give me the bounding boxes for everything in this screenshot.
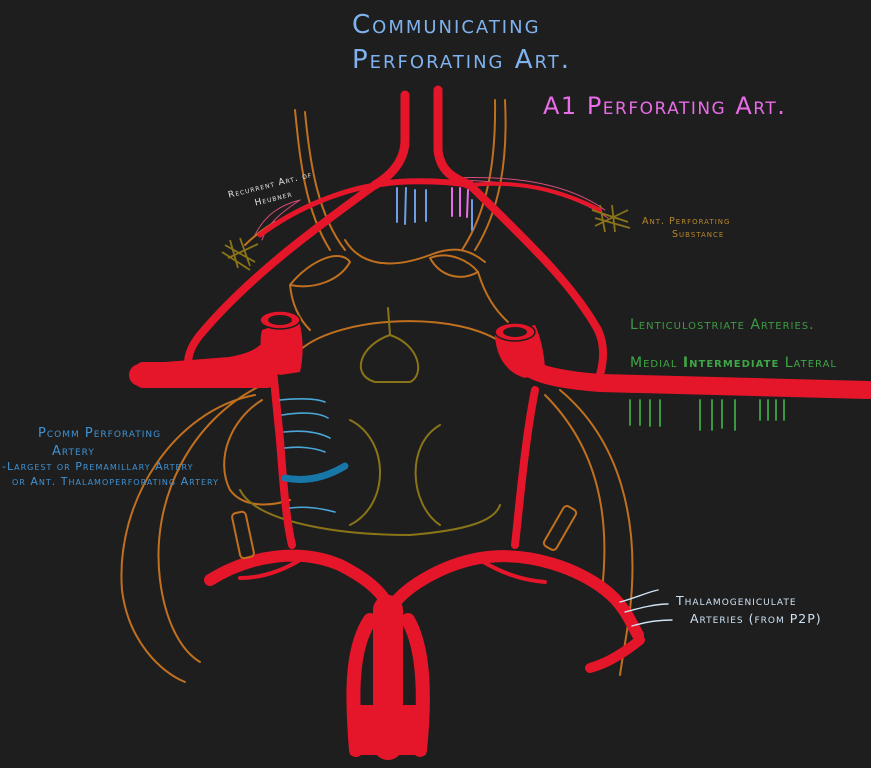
aca-right — [433, 85, 475, 190]
anterior-perforating-substance-mesh — [221, 204, 631, 271]
label-communicating-line2: Perforating Art. — [352, 45, 571, 76]
mamillary-body-left — [349, 419, 381, 526]
pca-branch-left — [238, 558, 302, 580]
label-communicating-line1: Communicating — [352, 10, 541, 40]
lenticulostriate-ticks — [629, 399, 785, 431]
label-lenticulostriate-groups: Medial Intermediate Lateral — [630, 355, 837, 371]
tuber-left-side — [289, 284, 311, 331]
a1-right — [466, 181, 608, 379]
infundibulum-stalk — [387, 307, 391, 336]
pca-right — [384, 550, 644, 641]
aca-left — [370, 90, 410, 190]
hemisphere-left-inner — [157, 384, 263, 663]
pcomm-left — [268, 356, 296, 549]
communicating-perforators — [396, 187, 427, 225]
cerebral-peduncle-base — [239, 489, 501, 537]
premamillary-artery — [281, 462, 349, 483]
pca-left — [204, 549, 396, 616]
tuber-right-side — [477, 271, 509, 323]
pcomm-right — [511, 386, 539, 549]
chiasm-loop-right — [429, 254, 479, 278]
hemisphere-right-outer — [559, 389, 634, 676]
optic-tract-right-inner — [461, 99, 497, 251]
midbrain-arch — [299, 320, 506, 351]
chiasm-loop-left — [289, 255, 351, 288]
optic-tract-left-inner — [304, 111, 346, 251]
sca-left-stump — [231, 510, 255, 560]
hemisphere-right-inner — [544, 394, 606, 591]
sca-right-stump — [542, 505, 578, 551]
ica-left-body — [135, 362, 275, 388]
ica-terminal-stumps — [135, 310, 578, 755]
label-group-lateral: Lateral — [784, 355, 837, 371]
posterior-limb-left — [223, 399, 291, 506]
label-ant-perf-line1: Ant. Perforating — [642, 216, 731, 227]
a1-left — [184, 181, 379, 376]
label-anterior-perforating: Ant. Perforating Substance — [642, 215, 730, 242]
label-thalamo-line2: Arteries (from P2P) — [690, 611, 822, 627]
label-group-medial: Medial — [630, 355, 678, 371]
recurrent-artery-heubner — [257, 182, 378, 238]
label-pcomm-line3: -Largest or Premamillary Artery — [2, 460, 194, 474]
ica-left-elbow — [260, 318, 303, 375]
acomm — [372, 178, 473, 188]
label-group-intermediate: Intermediate — [682, 355, 780, 371]
recurrent-artery-right — [468, 181, 602, 212]
label-pcomm-perforating: Pcomm Perforating Artery -Largest or Pre… — [2, 425, 219, 490]
pcomm-perforators — [279, 397, 336, 513]
label-pcomm-line2: Artery — [52, 443, 95, 459]
label-pcomm-line4: or Ant. Thalamoperforating Artery — [12, 474, 219, 488]
ica-left-lumen-inner — [268, 315, 292, 325]
label-lenticulostriate: Lenticulostriate Arteries. — [630, 317, 815, 333]
olive-structures — [239, 307, 501, 537]
optic-tract-left — [294, 109, 331, 251]
label-thalamo-line1: Thalamogeniculate — [676, 593, 797, 608]
basilar-bottom — [350, 705, 426, 755]
label-a1-perforating: A1 Perforating Art. — [543, 92, 787, 120]
pca-branch-right — [478, 558, 547, 584]
pituitary-outline — [359, 334, 420, 383]
label-pcomm-line1: Pcomm Perforating — [38, 426, 162, 441]
label-thalamogeniculate: Thalamogeniculate Arteries (from P2P) — [676, 592, 822, 628]
hemisphere-left-outer — [120, 394, 256, 683]
label-ant-perf-line2: Substance — [672, 229, 725, 241]
ica-right-lumen-inner — [503, 327, 527, 337]
pca-right-lower — [585, 635, 645, 673]
label-communicating-perforating: Communicating Perforating Art. — [352, 8, 571, 78]
a1-perforators — [451, 187, 469, 218]
mamillary-body-right — [414, 424, 441, 526]
chiasm-outline — [344, 239, 486, 265]
thalamogeniculate-branches — [619, 589, 673, 627]
